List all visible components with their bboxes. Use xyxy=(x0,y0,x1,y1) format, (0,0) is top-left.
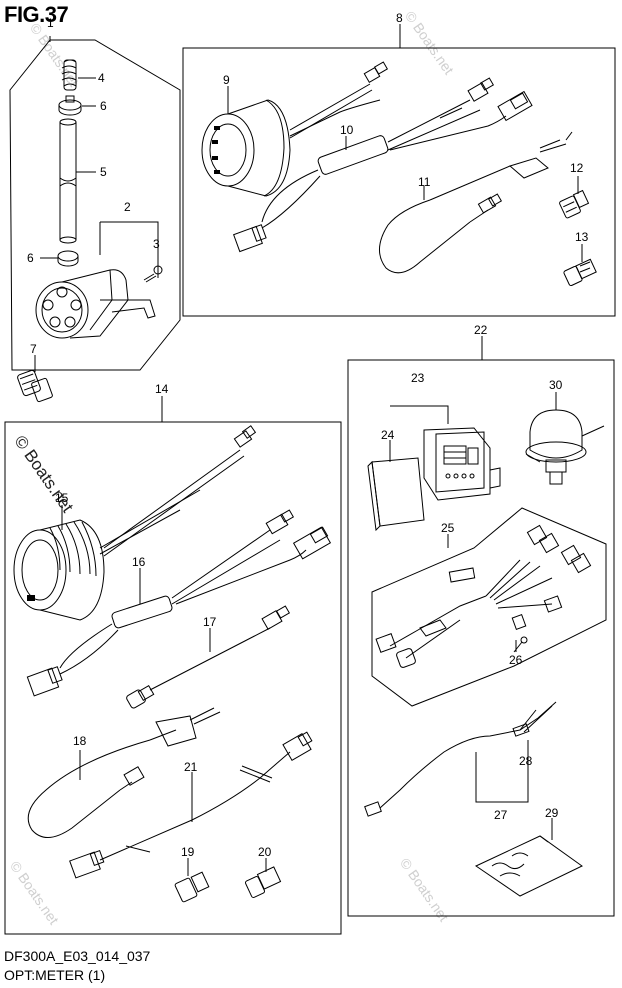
part-30-buzzer xyxy=(525,409,605,485)
callout-4: 4 xyxy=(98,71,105,85)
callout-18: 18 xyxy=(73,734,87,748)
part-26-screw xyxy=(513,636,528,653)
part-6-clamp-lower xyxy=(57,250,79,267)
callout-28: 28 xyxy=(519,754,533,768)
part-29-bag xyxy=(474,835,583,897)
callout-6-top: 6 xyxy=(100,99,107,113)
callout-7: 7 xyxy=(30,342,37,356)
callout-25: 25 xyxy=(441,521,455,535)
callout-23: 23 xyxy=(411,371,425,385)
part-27-cable xyxy=(364,701,557,817)
part-19-connector xyxy=(174,871,210,903)
callout-2: 2 xyxy=(124,200,131,214)
callout-27: 27 xyxy=(494,808,508,822)
callout-29: 29 xyxy=(545,806,559,820)
part-5-tube xyxy=(59,118,77,244)
part-11-cable xyxy=(379,131,573,274)
callout-11: 11 xyxy=(418,175,431,189)
part-12-connector xyxy=(559,189,590,219)
callout-15: 15 xyxy=(55,491,69,505)
part-6-clamp xyxy=(58,95,82,116)
callout-1: 1 xyxy=(47,16,54,30)
group-14-box xyxy=(4,421,342,935)
callout-14: 14 xyxy=(155,382,169,396)
part-17-cable xyxy=(126,605,291,709)
part-10-harness xyxy=(233,77,533,253)
callout-21: 21 xyxy=(184,760,198,774)
callout-10: 10 xyxy=(340,123,354,137)
callout-20: 20 xyxy=(258,845,272,859)
callout-13: 13 xyxy=(575,230,589,244)
part-3-screw xyxy=(143,265,163,283)
part-16-harness xyxy=(26,509,332,697)
group-1-outline xyxy=(9,39,181,371)
part-15-gauge xyxy=(13,425,257,621)
part-7-plug xyxy=(17,369,53,403)
group-8-box xyxy=(182,47,616,317)
part-25-box xyxy=(371,507,607,707)
callout-6-lower: 6 xyxy=(27,251,34,265)
figure-code: DF300A_E03_014_037 xyxy=(4,948,151,964)
callout-16: 16 xyxy=(132,555,146,569)
callout-17: 17 xyxy=(203,615,217,629)
part-4-spring xyxy=(61,59,77,91)
part-20-connector xyxy=(245,866,282,898)
figure-caption: OPT:METER (1) xyxy=(4,967,106,983)
part-2-housing xyxy=(35,269,156,339)
callout-19: 19 xyxy=(181,845,195,859)
part-18-cable xyxy=(27,707,221,838)
callout-5: 5 xyxy=(100,165,107,179)
part-25-harness xyxy=(375,524,592,668)
callout-26: 26 xyxy=(509,653,523,667)
group-22-box xyxy=(347,359,615,917)
callout-24: 24 xyxy=(381,428,395,442)
callout-3: 3 xyxy=(153,237,160,251)
callout-30: 30 xyxy=(549,378,563,392)
part-13-connector xyxy=(563,258,597,287)
callout-12: 12 xyxy=(570,161,584,175)
part-9-gauge xyxy=(201,61,389,197)
callout-22: 22 xyxy=(474,323,488,337)
figure-title: FIG.37 xyxy=(4,2,69,27)
callout-9: 9 xyxy=(223,73,230,87)
part-24-cover xyxy=(367,440,425,532)
part-21-cable xyxy=(69,731,313,879)
part-23-display xyxy=(390,405,501,501)
callout-8: 8 xyxy=(396,11,403,25)
